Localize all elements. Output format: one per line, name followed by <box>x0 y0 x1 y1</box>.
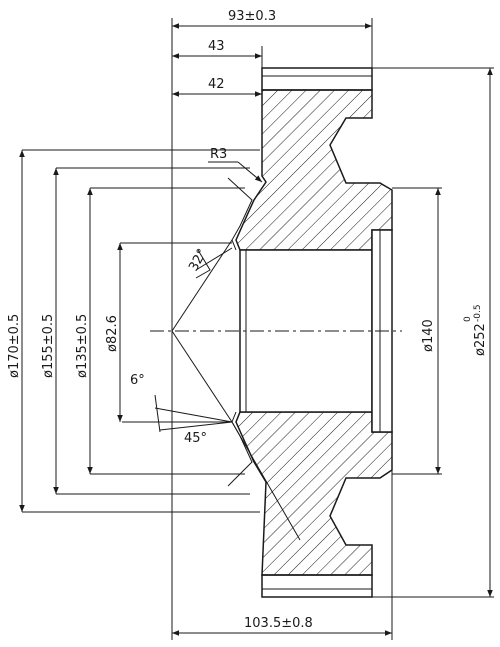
dim-angle-45: 45° <box>184 431 207 446</box>
dim-dia-170: ø170±0.5 <box>7 314 22 378</box>
dim-dia-135: ø135±0.5 <box>75 314 90 378</box>
bottom-tooth-band <box>261 574 373 598</box>
lower-section-body <box>235 411 393 576</box>
cone-lines <box>122 239 301 541</box>
top-dimensions: 93±0.3 43 42 R3 <box>171 9 373 640</box>
dim-dia-252: ø252 <box>473 323 488 356</box>
section-lower-half <box>235 411 393 576</box>
dim-dia-252-tol-upper: 0 <box>463 316 473 322</box>
dim-dia-140: ø140 <box>421 319 436 352</box>
left-diameter-dimensions: ø170±0.5 ø155±0.5 ø135±0.5 ø82.6 32° 6° … <box>7 149 260 513</box>
dim-overall-top: 93±0.3 <box>228 9 276 24</box>
dim-angle-6: 6° <box>130 373 145 388</box>
dim-dia-155: ø155±0.5 <box>41 314 56 378</box>
dim-angle-32: 32° <box>186 246 210 273</box>
right-diameter-dimensions: ø140 ø252 0 -0.5 <box>372 67 494 598</box>
dim-overall-bottom: 103.5±0.8 <box>244 616 313 631</box>
upper-section-body <box>235 89 393 251</box>
dim-dia-252-tol-lower: -0.5 <box>473 304 483 322</box>
dim-43: 43 <box>208 39 225 54</box>
dim-radius: R3 <box>210 147 227 162</box>
top-tooth-band <box>261 67 373 91</box>
bottom-dimensions: 103.5±0.8 <box>172 470 393 640</box>
dim-42: 42 <box>208 77 225 92</box>
dim-dia-82: ø82.6 <box>105 315 120 352</box>
section-upper-half <box>235 89 393 251</box>
